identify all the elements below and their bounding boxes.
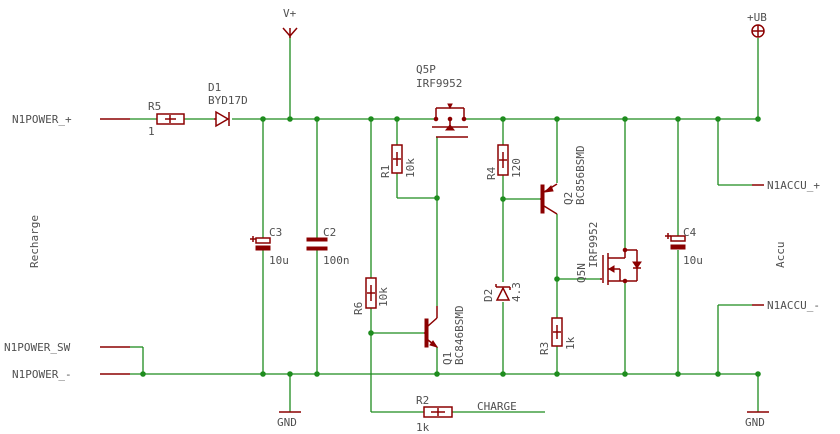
junction-dot (368, 330, 374, 336)
v-plus-supply-symbol (282, 27, 298, 38)
v-plus-label: V+ (283, 7, 297, 20)
d2-value: 4.3 (510, 282, 523, 302)
c3-name: C3 (269, 226, 282, 239)
net-label-charge: CHARGE (477, 400, 517, 413)
junction-dot (500, 371, 506, 377)
section-label-accu: Accu (774, 242, 787, 269)
connector-pins (100, 118, 764, 375)
r3-value: 1k (564, 336, 577, 350)
q5p-value: IRF9952 (416, 77, 462, 90)
junction-dot (622, 116, 628, 122)
section-label-recharge: Recharge (28, 215, 41, 268)
r6-name: R6 (352, 302, 365, 315)
junction-dot (434, 195, 440, 201)
junction-dot (500, 196, 506, 202)
gnd-left-label: GND (277, 416, 297, 429)
r4-name: R4 (485, 166, 498, 180)
net-label-n1accu-minus: N1ACCU_- (767, 299, 820, 312)
c2-value: 100n (323, 254, 350, 267)
junction-dot (755, 116, 761, 122)
net-label-n1power-minus: N1POWER_- (12, 368, 72, 381)
q5p-name: Q5P (416, 63, 436, 76)
d1-value: BYD17D (208, 94, 248, 107)
junction-dot (715, 371, 721, 377)
gnd-right-label: GND (745, 416, 765, 429)
r1-value: 10k (404, 158, 417, 178)
q2-name: Q2 (562, 192, 575, 205)
junction-dot (140, 371, 146, 377)
mosfet-q5p (432, 103, 468, 138)
r2-value: 1k (416, 421, 430, 434)
q5n-value: IRF9952 (587, 222, 600, 268)
junction-dot (287, 116, 293, 122)
net-label-n1power-sw: N1POWER_SW (4, 341, 71, 354)
junction-dot (434, 371, 440, 377)
junction-dot (554, 371, 560, 377)
c4-value: 10u (683, 254, 703, 267)
r6-value: 10k (377, 287, 390, 307)
resistor-r4 (497, 144, 509, 176)
resistor-r6 (365, 277, 377, 309)
transistor-q2 (540, 183, 558, 215)
net-label-n1accu-plus: N1ACCU_+ (767, 179, 820, 192)
transistor-q1 (424, 306, 439, 348)
c2-name: C2 (323, 226, 336, 239)
junction-dot (715, 116, 721, 122)
junction-dot (755, 371, 761, 377)
r4-value: 120 (510, 158, 523, 178)
diode-d1 (214, 110, 230, 128)
resistor-r1 (391, 144, 403, 174)
r5-value: 1 (148, 125, 155, 138)
r3-name: R3 (538, 342, 551, 355)
junction-dot (554, 276, 560, 282)
r5-name: R5 (148, 100, 161, 113)
junction-dot (314, 116, 320, 122)
net-label-n1power-plus: N1POWER_+ (12, 113, 72, 126)
plus-ub-label: +UB (747, 11, 767, 24)
r1-name: R1 (379, 165, 392, 178)
c4-name: C4 (683, 226, 697, 239)
capacitor-c3 (250, 236, 271, 251)
junction-dot (260, 371, 266, 377)
junction-dot (287, 371, 293, 377)
capacitor-c4 (665, 233, 686, 250)
junction-dot (368, 116, 374, 122)
r2-name: R2 (416, 394, 429, 407)
mosfet-q5n (600, 247, 642, 285)
q5n-name: Q5N (575, 263, 588, 283)
d1-name: D1 (208, 81, 221, 94)
junction-dot (260, 116, 266, 122)
wires (130, 36, 759, 413)
junction-dot (500, 116, 506, 122)
resistor-r2 (423, 406, 453, 418)
junction-dot (675, 116, 681, 122)
d2-name: D2 (482, 289, 495, 302)
zener-diode-d2 (495, 284, 511, 301)
c3-value: 10u (269, 254, 289, 267)
junction-dot (554, 116, 560, 122)
junction-dot (675, 371, 681, 377)
junction-dot (622, 371, 628, 377)
plus-ub-supply-symbol (751, 24, 765, 38)
q1-value: BC846BSMD (453, 305, 466, 365)
resistor-r3 (551, 317, 563, 347)
resistor-r5 (156, 113, 185, 125)
junctions (140, 116, 761, 377)
capacitor-c2 (306, 237, 328, 251)
junction-dot (314, 371, 320, 377)
q2-value: BC856BSMD (574, 145, 587, 205)
junction-dot (394, 116, 400, 122)
q1-name: Q1 (441, 352, 454, 365)
